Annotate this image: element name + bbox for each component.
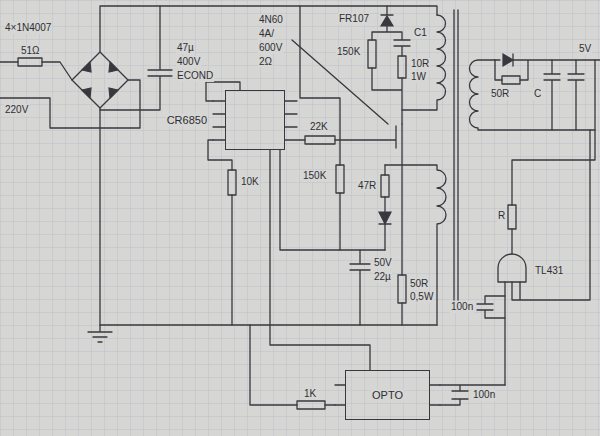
resistor-value: 1K bbox=[303, 388, 317, 400]
diode-symbol bbox=[379, 212, 391, 224]
resistor-value: 47R bbox=[357, 180, 377, 192]
ic-chip: CR6850 bbox=[225, 90, 285, 150]
diode-symbol bbox=[82, 62, 118, 98]
resistor-value: 22K bbox=[309, 121, 329, 133]
capacitor-symbol bbox=[544, 60, 584, 130]
tl431-symbol bbox=[498, 254, 526, 282]
voltage-rating: 50V bbox=[373, 257, 393, 269]
voltage-label: 5V bbox=[578, 43, 592, 55]
box-label: OPTO bbox=[371, 389, 404, 402]
capacitor-value: 22µ bbox=[373, 271, 392, 283]
resistor-symbol bbox=[297, 401, 325, 409]
sense-wire bbox=[512, 60, 595, 254]
capacitor-symbol bbox=[100, 6, 172, 110]
resistor-symbol bbox=[502, 76, 520, 84]
resistor-value: 51Ω bbox=[20, 45, 41, 57]
resistor-symbol bbox=[508, 205, 516, 229]
voltage-rating: 400V bbox=[176, 56, 201, 68]
resistor-symbol bbox=[336, 165, 344, 193]
resistor-symbol bbox=[398, 56, 406, 78]
part-number: TL431 bbox=[534, 265, 564, 277]
bridge-rectifier bbox=[72, 52, 128, 108]
power-rating: 0,5W bbox=[409, 291, 434, 303]
part-name: C1 bbox=[413, 27, 428, 39]
part-number: 4×1N4007 bbox=[4, 22, 52, 34]
capacitor-symbol bbox=[350, 250, 370, 325]
primary-winding bbox=[402, 15, 446, 110]
resistor-value: 50R bbox=[409, 278, 429, 290]
optocoupler-box: OPTO bbox=[345, 370, 430, 420]
resistor-symbol bbox=[398, 275, 406, 303]
capacitor-symbol bbox=[440, 385, 505, 405]
resistor-symbol bbox=[228, 170, 236, 195]
transformer-core bbox=[454, 10, 458, 300]
chip-wire bbox=[208, 140, 232, 325]
secondary-winding bbox=[470, 60, 596, 130]
input-wire bbox=[0, 80, 140, 128]
startup-wire bbox=[300, 6, 340, 250]
resistor-symbol bbox=[18, 58, 42, 66]
chip-name: CR6850 bbox=[166, 114, 208, 127]
aux-wire bbox=[379, 165, 391, 250]
resistor-value: 150K bbox=[336, 46, 361, 58]
resistor-symbol bbox=[381, 175, 389, 197]
resistor-symbol bbox=[368, 40, 376, 68]
auxiliary-winding bbox=[385, 165, 446, 325]
capacitor-symbol bbox=[477, 296, 505, 318]
input-wire bbox=[0, 62, 72, 80]
opto-pins bbox=[335, 385, 440, 405]
capacitor-value: 100n bbox=[472, 389, 496, 401]
snubber-wire bbox=[372, 6, 410, 124]
resistor-symbol bbox=[305, 136, 335, 144]
diode-symbol bbox=[503, 54, 513, 66]
part-name: R bbox=[497, 210, 506, 222]
part-number: FR107 bbox=[338, 13, 370, 25]
resistance-value: 2Ω bbox=[258, 56, 273, 68]
part-number: 4N60 bbox=[258, 14, 284, 26]
resistor-value: 10K bbox=[240, 176, 260, 188]
part-name: C bbox=[533, 88, 542, 100]
part-type: ECOND bbox=[176, 70, 214, 82]
tl431-wire bbox=[505, 130, 590, 385]
mosfet-symbol bbox=[285, 124, 402, 325]
power-rating: 1W bbox=[410, 71, 427, 83]
resistor-value: 150K bbox=[302, 170, 327, 182]
chip-wire bbox=[206, 82, 240, 101]
feedback-wire bbox=[250, 325, 335, 405]
ground-wire bbox=[100, 108, 437, 325]
voltage-label: 220V bbox=[4, 104, 29, 116]
capacitor-value: 100n bbox=[450, 301, 474, 313]
vcc-wire bbox=[280, 150, 385, 250]
resistor-value: 10R bbox=[410, 58, 430, 70]
current-rating: 4A/ bbox=[258, 28, 275, 40]
diode-symbol bbox=[381, 16, 393, 26]
resistor-value: 50R bbox=[490, 88, 510, 100]
capacitor-value: 47µ bbox=[176, 42, 195, 54]
ground-symbol bbox=[88, 325, 112, 342]
wire-connector bbox=[270, 150, 370, 370]
voltage-rating: 600V bbox=[258, 42, 283, 54]
